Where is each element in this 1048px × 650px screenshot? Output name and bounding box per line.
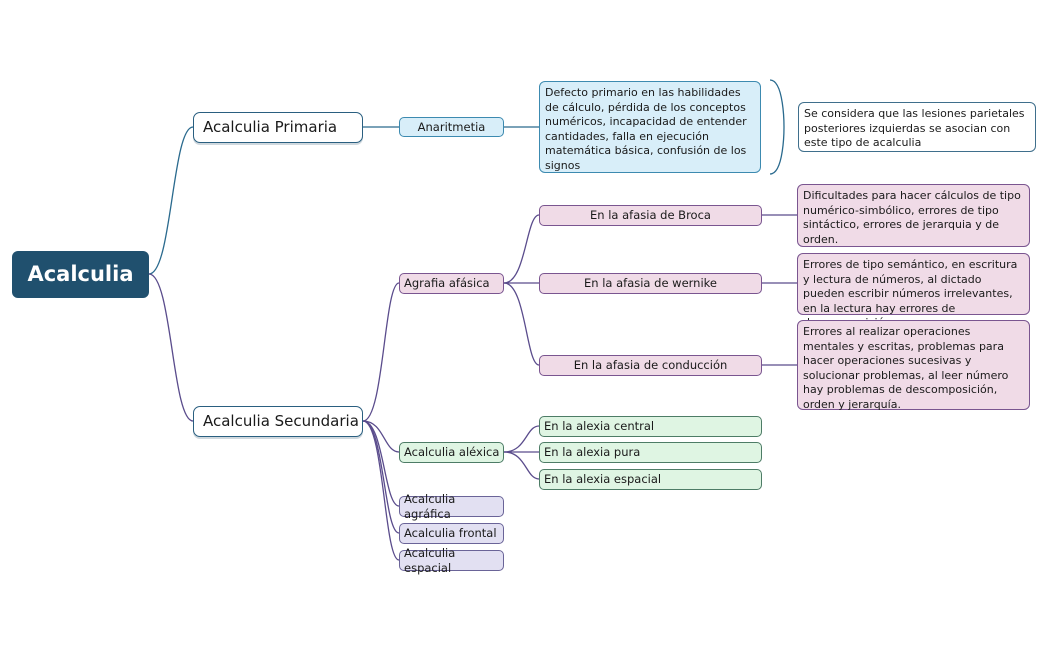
afasia-wernike-node[interactable]: En la afasia de wernike [539, 273, 762, 294]
afasia-broca-description[interactable]: Dificultades para hacer cálculos de tipo… [797, 184, 1030, 247]
acalculia-agrafica-node[interactable]: Acalculia agráfica [399, 492, 504, 521]
afasia-conduccion-description[interactable]: Errores al realizar operaciones mentales… [797, 320, 1030, 411]
alexia-pura-node[interactable]: En la alexia pura [539, 442, 762, 463]
alexia-central-node[interactable]: En la alexia central [539, 416, 762, 437]
afasia-conduccion-node[interactable]: En la afasia de conducción [539, 355, 762, 376]
acalculia-frontal-node[interactable]: Acalculia frontal [399, 523, 504, 544]
anaritmetia-node[interactable]: Anaritmetia [399, 117, 504, 137]
root-node[interactable]: Acalculia [12, 251, 149, 298]
agrafia-afasica-node[interactable]: Agrafia afásica [399, 273, 504, 294]
afasia-wernike-description[interactable]: Errores de tipo semántico, en escritura … [797, 253, 1030, 329]
alexia-espacial-node[interactable]: En la alexia espacial [539, 469, 762, 490]
anaritmetia-description[interactable]: Defecto primario en las habilidades de c… [539, 81, 761, 173]
acalculia-alexica-node[interactable]: Acalculia aléxica [399, 442, 504, 463]
primaria-node[interactable]: Acalculia Primaria [193, 112, 363, 143]
anaritmetia-note[interactable]: Se considera que las lesiones parietales… [798, 102, 1036, 152]
acalculia-espacial-node[interactable]: Acalculia espacial [399, 546, 504, 575]
secundaria-node[interactable]: Acalculia Secundaria [193, 406, 363, 437]
afasia-broca-node[interactable]: En la afasia de Broca [539, 205, 762, 226]
